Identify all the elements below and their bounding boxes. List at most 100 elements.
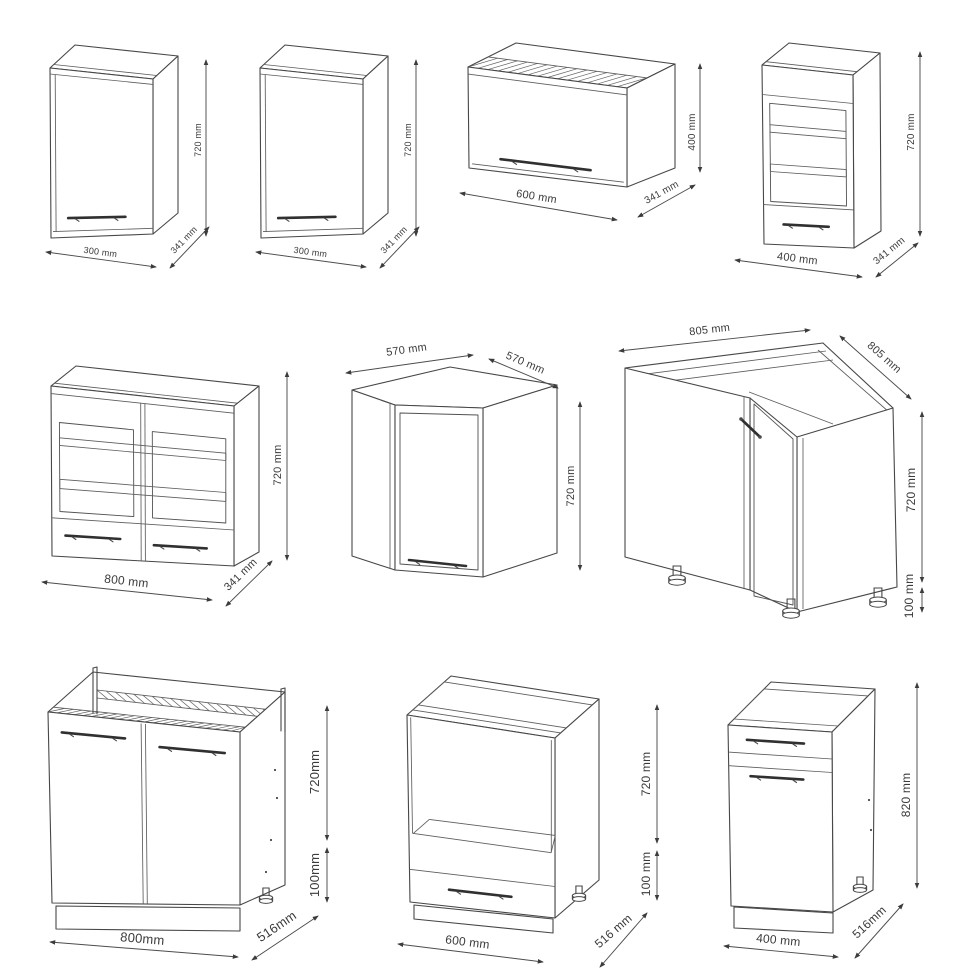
- edge-line: [53, 64, 157, 76]
- left-side-panel: [351, 389, 396, 571]
- blind-front-panel: [624, 367, 751, 591]
- hatch-line: [557, 69, 588, 80]
- edge-line: [54, 74, 57, 232]
- width-label: 300 mm: [293, 245, 328, 259]
- legs-label: 100 mm: [902, 574, 916, 619]
- hatch-line: [205, 724, 223, 729]
- edge-line: [762, 94, 854, 104]
- hatch-line: [96, 689, 109, 700]
- edge-line: [112, 737, 118, 742]
- foot-base: [852, 887, 868, 893]
- depth-label: 570 mm: [504, 350, 546, 377]
- hatch-line: [74, 710, 92, 716]
- dimension-arrow: [839, 335, 912, 400]
- fitting-hole: [867, 798, 871, 802]
- height-label: 720 mm: [904, 468, 918, 513]
- hatch-line: [178, 721, 196, 726]
- edge-line: [753, 740, 759, 745]
- edge-line: [498, 896, 504, 900]
- hatch-line: [142, 695, 155, 705]
- edge-line: [211, 752, 217, 757]
- edge-line: [454, 565, 460, 569]
- hatch-line: [547, 68, 578, 78]
- right-front-panel: [796, 407, 898, 613]
- edge-line: [113, 217, 119, 221]
- edge-line: [59, 444, 226, 461]
- height-label: 720 mm: [565, 466, 577, 507]
- legs-label: 100 mm: [639, 852, 653, 897]
- hatch-line: [126, 716, 144, 721]
- hatch-line: [161, 697, 173, 707]
- side-panel: [554, 698, 600, 919]
- height-label: 720mm: [307, 750, 322, 794]
- edge-line: [263, 64, 367, 76]
- edge-line: [770, 163, 847, 171]
- edge-line: [415, 561, 421, 565]
- edge-line: [418, 704, 567, 729]
- edge-line: [409, 868, 556, 887]
- width-label: 570 mm: [385, 341, 427, 359]
- hatch-line: [467, 57, 498, 68]
- edge-line: [52, 227, 154, 233]
- width-label: 800mm: [120, 929, 165, 948]
- hatch-line: [213, 725, 231, 730]
- edge-line: [512, 161, 518, 165]
- hatch-line: [537, 67, 568, 77]
- hatch-line: [507, 63, 538, 73]
- dimension-arrow: [599, 912, 648, 968]
- edge-line: [733, 688, 765, 720]
- edge-line: [550, 835, 556, 852]
- hatch-line: [197, 701, 210, 712]
- double-door-front: [47, 711, 241, 906]
- edge-line: [51, 517, 235, 531]
- handle-bar: [739, 417, 762, 439]
- handle-bar: [782, 223, 831, 229]
- dimension-arrow: [251, 915, 319, 961]
- foot-base: [869, 600, 887, 608]
- handle-bar: [66, 215, 127, 220]
- dimension-arrow: [169, 226, 210, 269]
- handle-bar: [499, 157, 592, 172]
- dimension-arrow: [854, 903, 904, 959]
- edge-line: [53, 706, 246, 728]
- flap-door-panel: [467, 66, 628, 188]
- door-inset: [753, 403, 794, 606]
- depth-label: 516 mm: [592, 911, 635, 951]
- edge-line: [167, 748, 173, 752]
- hatch-line: [105, 690, 118, 701]
- edge-line: [765, 61, 858, 73]
- hatch-line: [487, 60, 518, 70]
- foot-base: [571, 896, 587, 902]
- hatch-line: [216, 703, 228, 714]
- width-label: 400 mm: [756, 931, 802, 949]
- width-label: 300 mm: [83, 245, 118, 259]
- adjustable-foot: [668, 565, 686, 586]
- hatch-line: [143, 718, 161, 723]
- edge-line: [259, 73, 364, 85]
- hatch-line: [231, 726, 246, 732]
- handle-bar: [407, 558, 468, 568]
- edge-line: [140, 403, 142, 561]
- hatch-line: [617, 77, 647, 88]
- side-panel: [233, 385, 260, 567]
- depth-label: 516mm: [849, 903, 889, 941]
- edge-line: [413, 819, 430, 834]
- dimension-arrow: [723, 944, 839, 959]
- depth-label: 341 mm: [871, 235, 907, 267]
- dimension-arrow: [45, 250, 157, 269]
- edge-line: [630, 350, 827, 377]
- edge-line: [144, 403, 146, 562]
- handle-bar: [64, 534, 122, 541]
- hatch-line: [109, 714, 127, 719]
- side-panel: [852, 52, 882, 249]
- edge-line: [323, 217, 329, 221]
- edge-line: [59, 437, 226, 454]
- edge-line: [412, 681, 445, 711]
- glass-opening-right: [151, 431, 227, 524]
- edge-line: [144, 723, 148, 905]
- edge-line: [284, 218, 290, 222]
- edge-line: [108, 538, 114, 543]
